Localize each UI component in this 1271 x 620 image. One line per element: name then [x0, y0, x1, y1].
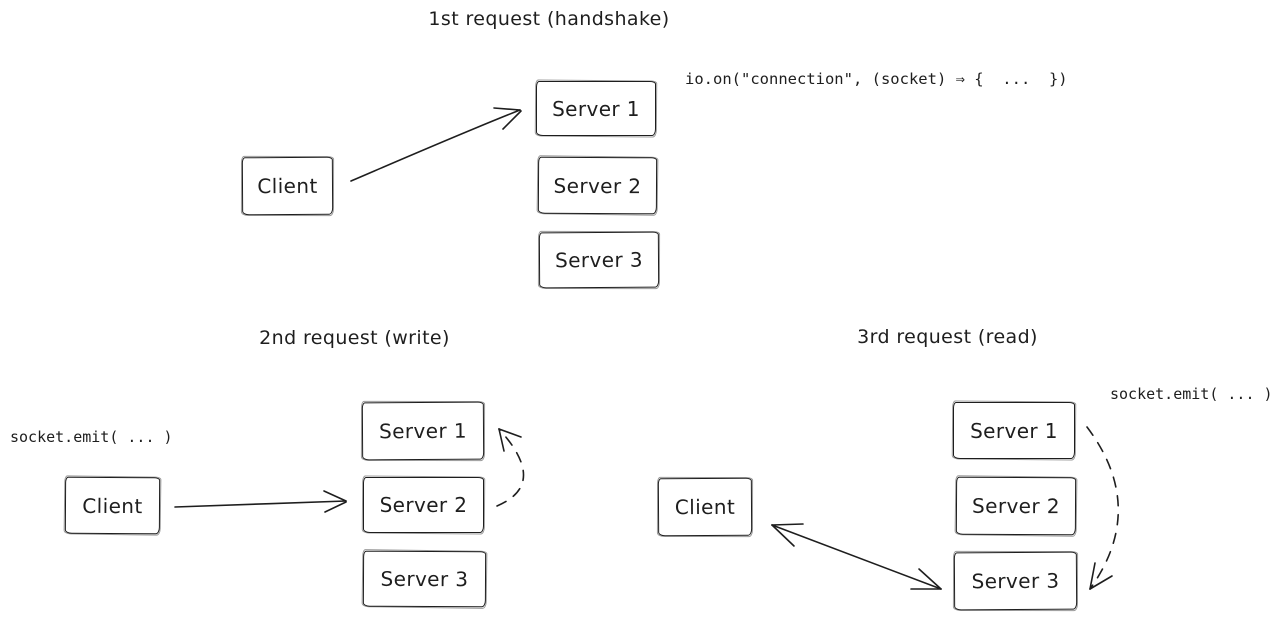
write-server3-box: Server 3: [362, 550, 487, 608]
read-server3-label: Server 3: [971, 568, 1060, 594]
read-client-label: Client: [674, 494, 736, 520]
read-server1-box: Server 1: [953, 402, 1075, 459]
handshake-server3-box: Server 3: [538, 231, 660, 289]
panel-write-code-annotation: socket.emit( ... ): [10, 428, 173, 446]
arrow-read-server3-to-client: [771, 523, 942, 590]
handshake-client-label: Client: [257, 173, 318, 199]
arrow-handshake-client-to-server1: [350, 107, 522, 182]
arrow-read-server1-to-server3-dashed: [1086, 426, 1120, 590]
panel-handshake-title: 1st request (handshake): [428, 8, 670, 30]
arrow-write-client-to-server2: [174, 490, 347, 513]
handshake-client-box: Client: [241, 156, 334, 216]
arrow-write-server2-to-server1-dashed: [496, 428, 525, 507]
read-server2-label: Server 2: [972, 493, 1060, 519]
write-server1-box: Server 1: [361, 401, 485, 461]
write-client-label: Client: [82, 493, 143, 518]
write-server1-label: Server 1: [378, 418, 468, 444]
handshake-server2-label: Server 2: [553, 173, 642, 198]
write-server2-box: Server 2: [363, 477, 484, 533]
handshake-server1-box: Server 1: [536, 81, 656, 136]
write-server3-label: Server 3: [380, 566, 469, 592]
read-server3-box: Server 3: [953, 551, 1078, 611]
write-server2-label: Server 2: [379, 493, 468, 517]
panel-handshake-code-annotation: io.on("connection", (socket) ⇒ { ... }): [685, 70, 1068, 88]
read-server2-box: Server 2: [955, 476, 1077, 536]
write-client-box: Client: [64, 476, 161, 535]
read-server1-label: Server 1: [970, 418, 1058, 443]
handshake-server2-box: Server 2: [537, 156, 658, 215]
panel-read-title: 3rd request (read): [857, 326, 1038, 348]
handshake-server1-label: Server 1: [552, 96, 640, 121]
panel-read-code-annotation: socket.emit( ... ): [1110, 385, 1271, 403]
read-client-box: Client: [657, 477, 753, 537]
handshake-server3-label: Server 3: [554, 247, 644, 273]
panel-write-title: 2nd request (write): [259, 327, 450, 349]
